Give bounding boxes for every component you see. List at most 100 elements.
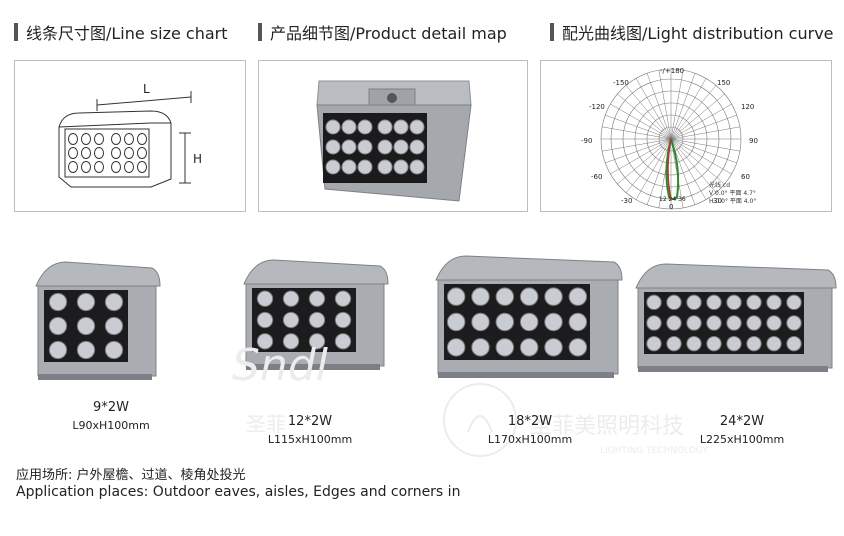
led-lens: [48, 340, 68, 360]
led-lens: [282, 333, 300, 350]
led-lens: [357, 119, 373, 135]
legend-line: 光线 cd: [709, 181, 730, 189]
led-lens: [334, 311, 352, 329]
light-distribution-title: 配光曲线图/Light distribution curve: [562, 24, 834, 43]
led-lens: [446, 287, 466, 306]
product-dimensions: L90xH100mm: [72, 419, 150, 432]
led-outline: [94, 161, 104, 173]
led-lens: [76, 340, 96, 360]
polar-label: -90: [581, 137, 592, 145]
housing-base: [38, 374, 152, 380]
led-lens: [325, 139, 341, 155]
product-caption: 24*2W L225xH100mm: [672, 414, 812, 446]
led-lens: [325, 119, 341, 135]
line-drawing: L H: [58, 82, 202, 188]
product-photo: [35, 261, 161, 380]
product-model: 12*2W: [287, 414, 333, 429]
application-cn: 应用场所: 户外屋檐、过道、棱角处投光: [16, 468, 246, 483]
led-lens: [786, 294, 802, 311]
led-lens: [341, 119, 357, 135]
product-model: 9*2W: [93, 400, 129, 415]
polar-label: 150: [717, 79, 730, 87]
led-lens: [726, 335, 742, 352]
led-outline: [81, 147, 91, 159]
product-detail-title: 产品细节图/Product detail map: [270, 24, 507, 43]
led-lens: [706, 294, 722, 311]
polar-right-labels: 150 120 90 60 30: [713, 79, 758, 205]
led-lens: [666, 294, 682, 311]
led-outline: [111, 161, 121, 173]
light-distribution-header: 配光曲线图/Light distribution curve: [550, 20, 834, 44]
led-lens: [282, 311, 300, 329]
led-outline: [124, 161, 134, 173]
polar-bottom-label: 0: [669, 203, 673, 211]
product-dimensions: L115xH100mm: [267, 433, 353, 446]
housing-base: [246, 364, 380, 370]
led-outline: [137, 147, 147, 159]
led-lens: [334, 333, 352, 350]
led-lens: [325, 159, 341, 175]
led-lens: [568, 287, 588, 306]
polar-legend: 光线 cd V 0.0° 平面 4.7° H 0.0° 平面 4.0°: [709, 181, 756, 205]
polar-label: -150: [613, 79, 629, 87]
application-en: Application places: Outdoor eaves, aisle…: [16, 484, 461, 500]
header-bar: [14, 23, 18, 41]
polar-label: -30: [621, 197, 632, 205]
led-lens: [568, 338, 588, 357]
product-detail-panel: [258, 60, 528, 212]
polar-bottom-values: 12 24 36: [659, 196, 686, 203]
led-lens: [786, 315, 802, 331]
led-lens: [48, 316, 68, 336]
led-outline: [68, 161, 78, 173]
led-outline: [94, 147, 104, 159]
led-lens: [357, 159, 373, 175]
led-lens: [308, 311, 326, 329]
led-outline: [124, 147, 134, 159]
led-lens: [519, 338, 539, 357]
led-lens: [377, 139, 393, 155]
led-lens: [706, 315, 722, 331]
led-lens: [495, 287, 515, 306]
light-distribution-panel: -/+180 -150 -120 -90 -60 -30 150 120 90 …: [540, 60, 832, 212]
line-size-header: 线条尺寸图/Line size chart: [14, 20, 228, 44]
line-size-panel: L H: [14, 60, 246, 212]
led-lens: [446, 312, 466, 332]
led-lens: [646, 335, 662, 352]
led-lens: [282, 290, 300, 307]
led-lens: [104, 340, 124, 360]
product-model: 24*2W: [719, 414, 765, 429]
product-photo: [635, 263, 837, 372]
product-photo: [243, 259, 389, 370]
length-label: L: [143, 82, 150, 96]
led-lens: [544, 312, 563, 332]
led-lens: [341, 159, 357, 175]
led-lens: [48, 292, 68, 312]
led-lens: [726, 294, 742, 311]
led-face: [444, 284, 590, 360]
led-lens: [308, 290, 326, 307]
led-lens: [686, 294, 702, 311]
led-outline-grid: [68, 133, 147, 173]
led-outline: [137, 133, 147, 145]
polar-label: 30: [713, 197, 722, 205]
led-lens: [495, 312, 515, 332]
housing-outline: [58, 110, 172, 188]
led-lens: [308, 333, 326, 350]
led-lens: [519, 287, 539, 306]
led-lens: [786, 335, 802, 352]
led-lens: [666, 335, 682, 352]
led-lens: [393, 139, 409, 155]
polar-label: 90: [749, 137, 758, 145]
led-lens: [766, 315, 782, 331]
led-lens: [646, 315, 662, 331]
product-caption: 9*2W L90xH100mm: [41, 400, 181, 432]
led-lens: [706, 335, 722, 352]
led-lens: [393, 159, 409, 175]
header-bar: [258, 23, 262, 41]
led-lens: [746, 294, 762, 311]
led-outline: [111, 133, 121, 145]
led-lens: [495, 338, 515, 357]
polar-diagram: -/+180 -150 -120 -90 -60 -30 150 120 90 …: [581, 67, 758, 211]
led-lens: [646, 294, 662, 311]
product-caption: 12*2W L115xH100mm: [240, 414, 380, 446]
